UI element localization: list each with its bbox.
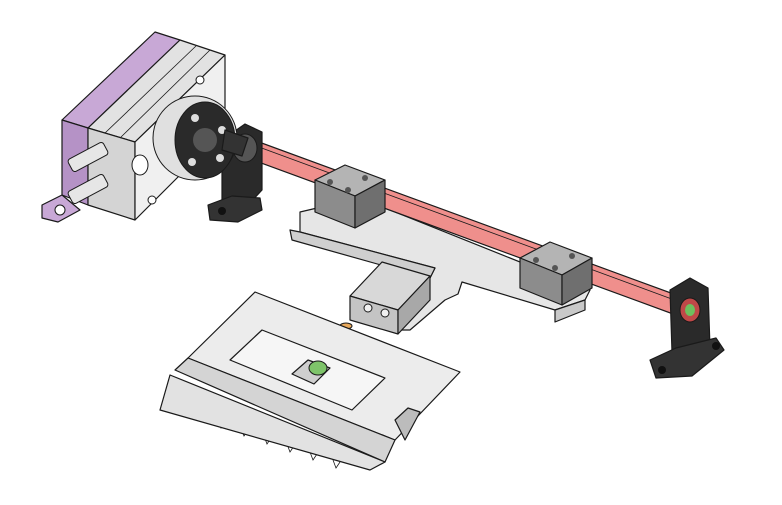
right-shaft-support xyxy=(649,277,725,379)
gripper-fixture xyxy=(159,291,461,471)
fitting-lower xyxy=(67,173,109,205)
actuator-screw-icon-2 xyxy=(147,195,157,205)
cylinder-port-icon xyxy=(363,303,373,313)
rail-highlight xyxy=(247,142,689,306)
block-2-screw-icon-2 xyxy=(569,253,575,259)
actuator-body-face xyxy=(87,127,136,221)
cylinder-port-icon-2 xyxy=(380,308,390,318)
hub-hole-icon-2 xyxy=(218,126,226,134)
actuator-hub-center xyxy=(193,128,217,152)
fixture-toothed-edge xyxy=(159,374,386,471)
block-1-screw-icon-3 xyxy=(345,187,351,193)
cylinder-side xyxy=(397,275,431,335)
fixture-side-block xyxy=(394,407,421,441)
t-base-plate-edge xyxy=(554,299,586,323)
hub-hole-icon xyxy=(191,114,199,122)
block-2-side xyxy=(561,257,593,306)
small-pneumatic-cylinder xyxy=(339,261,431,335)
block-2-screw-icon-3 xyxy=(552,265,558,271)
left-support-foot xyxy=(207,195,263,223)
actuator-screw-icon xyxy=(195,75,205,85)
right-support-insert xyxy=(685,304,695,316)
hub-hole-icon-3 xyxy=(216,154,224,162)
plate-divider xyxy=(104,45,197,134)
fitting-upper xyxy=(67,141,109,173)
block-1-screw-icon xyxy=(327,179,333,185)
actuator-port-icon xyxy=(131,154,149,176)
block-1-screw-icon-2 xyxy=(362,175,368,181)
slide-block-2 xyxy=(519,241,593,306)
slide-block-1 xyxy=(314,164,386,229)
fixture-green-clamp xyxy=(308,360,328,376)
right-support-bolt-icon-2 xyxy=(712,342,720,350)
block-1-side xyxy=(354,179,386,229)
right-support-bolt-icon xyxy=(658,366,666,374)
hub-hole-icon-4 xyxy=(188,158,196,166)
actuator-shaft xyxy=(221,129,249,157)
left-support-bolt-icon xyxy=(218,207,226,215)
plate-divider-2 xyxy=(119,49,211,139)
fixture-front xyxy=(174,357,396,463)
block-2-screw-icon xyxy=(533,257,539,263)
rotary-actuator xyxy=(41,31,249,223)
bracket-bolt-icon xyxy=(54,204,66,216)
right-support-foot xyxy=(649,337,725,379)
